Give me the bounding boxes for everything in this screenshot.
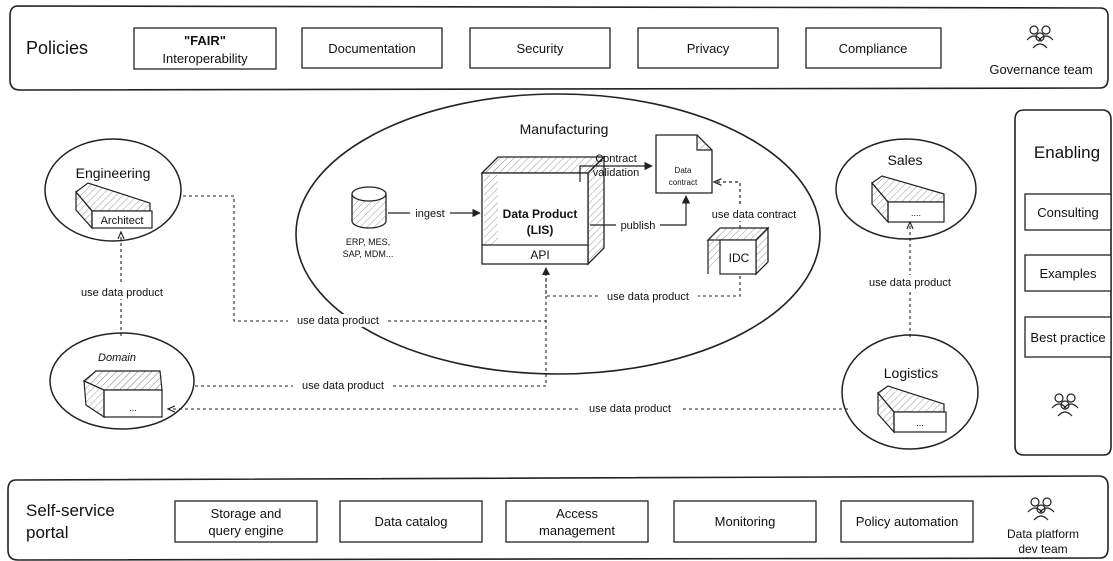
- contract-validation-arrow: [579, 161, 653, 182]
- enabling-title: Enabling: [1034, 143, 1100, 162]
- engineering-use-data-product-label: use data product: [297, 315, 379, 327]
- policy-fair-title: "FAIR": [184, 33, 226, 48]
- governance-team-icon: [1026, 25, 1054, 49]
- architect-label: Architect: [101, 215, 144, 227]
- enabling-team-icon: [1051, 393, 1079, 417]
- engineering-label: Engineering: [76, 165, 151, 181]
- contract-validation-line1: Contract: [595, 153, 637, 165]
- idc-node[interactable]: IDC: [706, 226, 770, 276]
- enabling-consulting[interactable]: Consulting: [1024, 193, 1112, 231]
- sales-cube[interactable]: ....: [871, 175, 945, 224]
- portal-monitoring[interactable]: Monitoring: [673, 500, 817, 543]
- logistics-box-label: ...: [916, 418, 924, 428]
- enabling-best-practice[interactable]: Best practice: [1024, 316, 1112, 358]
- idc-use-data-product-label: use data product: [607, 291, 689, 303]
- domain-cube[interactable]: ...: [82, 370, 163, 419]
- portal-label-2: portal: [26, 523, 69, 542]
- portal-policy-automation-label: Policy automation: [856, 514, 959, 529]
- domain-node-group: Domain ...: [49, 332, 195, 430]
- portal-storage-line1: Storage and: [211, 506, 282, 521]
- data-contract-line2: contract: [669, 178, 698, 187]
- idc-label: IDC: [729, 251, 750, 265]
- logistics-cube[interactable]: ...: [877, 385, 947, 434]
- enabling-best-practice-label: Best practice: [1030, 330, 1105, 345]
- governance-team-label: Governance team: [989, 62, 1092, 77]
- portal-data-catalog[interactable]: Data catalog: [339, 500, 483, 543]
- use-data-contract-label: use data contract: [712, 209, 796, 221]
- policies-band: Policies "FAIR" Interoperability Documen…: [9, 5, 1109, 91]
- policy-compliance-label: Compliance: [839, 41, 908, 56]
- engineering-to-api-path: [183, 195, 546, 322]
- policies-label: Policies: [26, 38, 88, 58]
- domain-use-data-product-label: use data product: [81, 287, 163, 299]
- data-product-sub: (LIS): [527, 223, 554, 237]
- data-product-title: Data Product: [503, 207, 578, 221]
- sales-box-label: ....: [911, 208, 921, 218]
- platform-team-line2: dev team: [1018, 542, 1067, 556]
- domain-label: Domain: [98, 352, 136, 364]
- logistics-domain-use-data-product-label: use data product: [589, 403, 671, 415]
- manufacturing-label: Manufacturing: [520, 121, 609, 137]
- portal-access-management[interactable]: Access management: [505, 500, 649, 543]
- enabling-consulting-label: Consulting: [1037, 205, 1098, 220]
- sales-domain: Sales ....: [835, 138, 977, 240]
- logistics-label: Logistics: [884, 365, 938, 381]
- enabling-examples[interactable]: Examples: [1024, 254, 1112, 292]
- policy-fair-interoperability[interactable]: "FAIR" Interoperability: [133, 27, 277, 70]
- data-contract-line1: Data: [675, 166, 692, 175]
- logistics-domain: Logistics ...: [841, 334, 979, 450]
- policy-privacy[interactable]: Privacy: [637, 27, 779, 69]
- sales-label: Sales: [887, 152, 922, 168]
- portal-monitoring-label: Monitoring: [715, 514, 776, 529]
- ingest-label: ingest: [415, 208, 444, 220]
- engineering-domain: Engineering Architect: [44, 138, 182, 242]
- portal-policy-automation[interactable]: Policy automation: [840, 500, 974, 543]
- enabling-examples-label: Examples: [1039, 266, 1097, 281]
- source-label-2: SAP, MDM...: [343, 249, 394, 259]
- platform-team-icon: [1027, 497, 1055, 521]
- policy-security-label: Security: [517, 41, 564, 56]
- source-database-icon: [351, 186, 387, 229]
- logistics-sales-use-data-product-label: use data product: [869, 277, 951, 289]
- portal-access-line1: Access: [556, 506, 598, 521]
- domain-box-label: ...: [129, 403, 137, 413]
- portal-storage-query-engine[interactable]: Storage and query engine: [174, 500, 318, 543]
- policy-privacy-label: Privacy: [687, 41, 730, 56]
- portal-storage-line2: query engine: [208, 523, 283, 538]
- api-label: API: [530, 248, 549, 262]
- domain-api-use-data-product-label: use data product: [302, 380, 384, 392]
- data-contract-document-icon[interactable]: Data contract: [655, 134, 713, 194]
- enabling-panel: Enabling Consulting Examples Best practi…: [1014, 109, 1112, 456]
- portal-access-line2: management: [539, 523, 615, 538]
- platform-team-line1: Data platform: [1007, 527, 1079, 541]
- use-data-contract-arrow: [714, 182, 741, 228]
- portal-data-catalog-label: Data catalog: [375, 514, 448, 529]
- contract-validation-line2: validation: [593, 167, 639, 179]
- manufacturing-domain: Manufacturing ERP, MES, SAP, MDM... inge…: [295, 93, 821, 375]
- architect-node[interactable]: Architect: [75, 182, 153, 230]
- portal-label-1: Self-service: [26, 501, 115, 520]
- source-label: ERP, MES,: [346, 237, 390, 247]
- policy-security[interactable]: Security: [469, 27, 611, 69]
- data-product-lis[interactable]: Data Product (LIS) API: [480, 155, 606, 266]
- policy-fair-label: Interoperability: [162, 51, 248, 66]
- self-service-portal-band: Self-service portal Storage and query en…: [7, 475, 1109, 561]
- policy-documentation-label: Documentation: [328, 41, 415, 56]
- publish-label: publish: [621, 220, 656, 232]
- policy-compliance[interactable]: Compliance: [805, 27, 942, 69]
- policy-documentation[interactable]: Documentation: [301, 27, 443, 69]
